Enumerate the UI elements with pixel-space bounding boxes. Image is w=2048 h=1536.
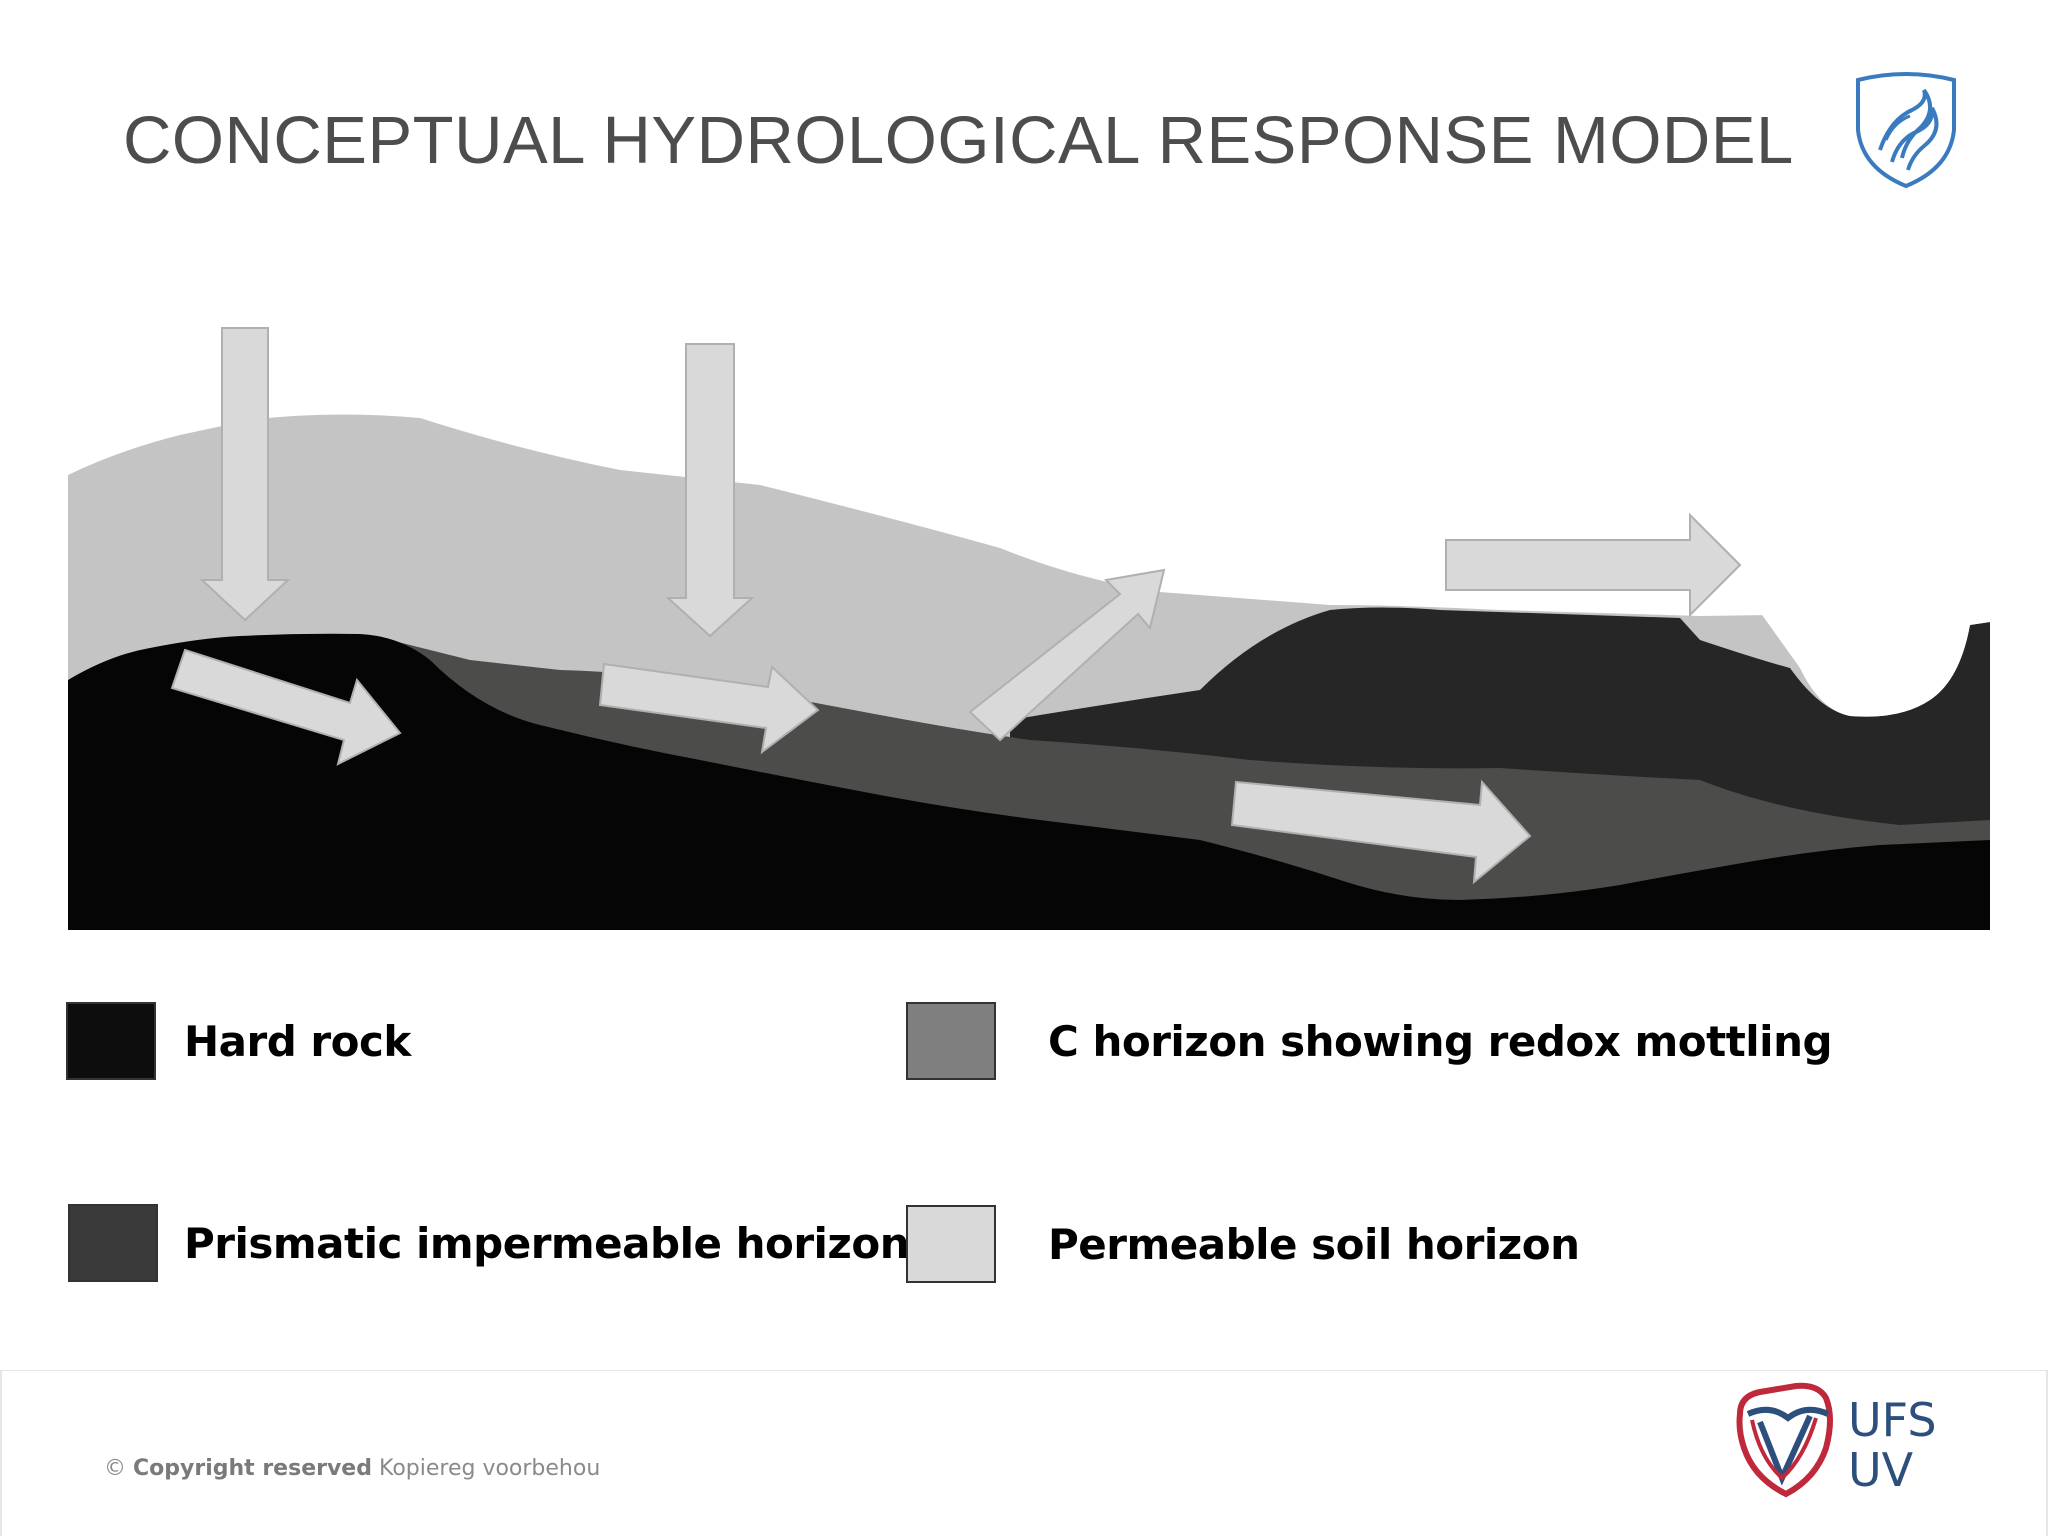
- lateral-arrow-1: [170, 648, 402, 766]
- logo-text-top: UFS: [1848, 1393, 1937, 1447]
- copyright-notice: © Copyright reserved Kopiereg voorbehou: [104, 1456, 600, 1481]
- legend-label: Prismatic impermeable horizon: [184, 1218, 910, 1268]
- legend-label: Permeable soil horizon: [1048, 1219, 1580, 1269]
- slide-title: CONCEPTUAL HYDROLOGICAL RESPONSE MODEL: [123, 103, 1794, 178]
- infiltration-arrow-1: [199, 327, 291, 622]
- legend-label: C horizon showing redox mottling: [1048, 1016, 1833, 1066]
- lateral-arrow-2: [598, 662, 820, 755]
- ufs-crest-icon: [1856, 72, 1956, 189]
- legend-swatch-prismatic: [68, 1204, 158, 1282]
- footer-area: [0, 1370, 2048, 1536]
- legend-swatch-permeable: [906, 1205, 996, 1283]
- infiltration-arrow-2: [665, 343, 755, 638]
- legend-item-permeable: Permeable soil horizon: [906, 1205, 1580, 1283]
- deep-lateral-arrow: [1230, 779, 1532, 885]
- legend-label: Hard rock: [184, 1016, 411, 1066]
- logo-text-bottom: UV: [1848, 1443, 1914, 1497]
- legend-item-c-horizon: C horizon showing redox mottling: [906, 1002, 1833, 1080]
- legend-item-hard-rock: Hard rock: [66, 1002, 411, 1080]
- copyright-symbol: ©: [104, 1456, 126, 1481]
- copyright-rest: Kopiereg voorbehou: [378, 1456, 601, 1481]
- legend-swatch-c-horizon: [906, 1002, 996, 1080]
- return-flow-arrow: [968, 568, 1166, 742]
- hard-rock-layer: [68, 633, 1990, 930]
- legend-item-prismatic: Prismatic impermeable horizon: [68, 1204, 910, 1282]
- legend-swatch-hard-rock: [66, 1002, 156, 1080]
- surface-flow-arrow: [1445, 512, 1742, 618]
- copyright-bold: Copyright reserved: [133, 1456, 372, 1481]
- ufs-uv-logo: UFS UV: [1736, 1382, 1937, 1498]
- flow-arrows: [170, 327, 1742, 885]
